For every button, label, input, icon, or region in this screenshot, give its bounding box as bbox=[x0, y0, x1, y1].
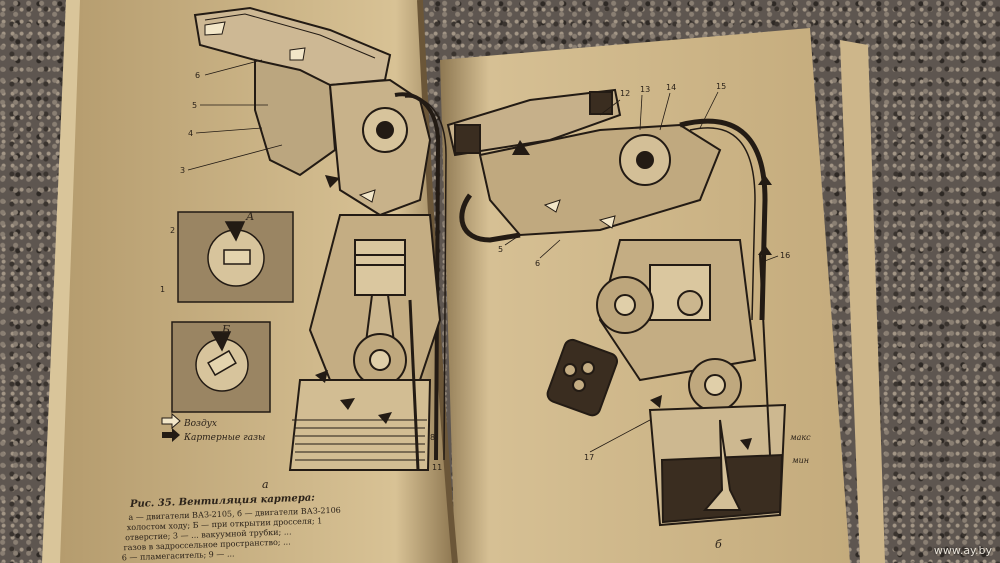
watermark: www.ay.by bbox=[933, 544, 992, 557]
callout-leaders-left bbox=[187, 59, 283, 171]
callout-5: 5 bbox=[192, 101, 197, 110]
legend-gases: Картерные газы bbox=[183, 433, 265, 443]
callout-15: 15 bbox=[716, 82, 726, 91]
callout-14: 14 bbox=[666, 83, 676, 92]
callout-16: 16 bbox=[780, 251, 790, 260]
callout-numbers-left: 6 5 4 3 2 1 8 11 bbox=[160, 71, 442, 472]
inset-b-label: Б bbox=[221, 323, 230, 336]
inset-a-label: А bbox=[245, 210, 254, 223]
callout-1: 1 bbox=[160, 285, 165, 294]
inset-valve-a bbox=[177, 211, 294, 303]
oil-level-min: мин bbox=[792, 456, 809, 465]
callout-6-b: 6 bbox=[535, 259, 540, 268]
inset-valve-b bbox=[171, 321, 271, 413]
callout-3: 3 bbox=[180, 166, 185, 175]
callout-17: 17 bbox=[584, 453, 594, 462]
legend-air: Воздух bbox=[183, 419, 217, 429]
callout-4: 4 bbox=[188, 129, 193, 138]
callout-11: 11 bbox=[432, 463, 442, 472]
engine-diagram-b bbox=[446, 88, 787, 527]
page-edges-right bbox=[840, 40, 885, 563]
callout-2: 2 bbox=[170, 226, 175, 235]
air-arrow-icon bbox=[161, 412, 181, 430]
callout-numbers-right: 12 13 14 15 16 5 6 17 bbox=[498, 82, 790, 462]
legend: Воздух Картерные газы bbox=[161, 412, 265, 443]
callout-5-b: 5 bbox=[498, 245, 503, 254]
gas-arrow-icon bbox=[162, 428, 180, 442]
engine-diagram-a bbox=[193, 6, 447, 471]
callout-6: 6 bbox=[195, 71, 200, 80]
callout-12: 12 bbox=[620, 89, 630, 98]
caption-line-5: 6 — пламегаситель; 9 — ... bbox=[122, 549, 235, 562]
panel-b-label: б bbox=[715, 538, 722, 551]
oil-level-max: макс bbox=[790, 433, 811, 442]
panel-a-label: а bbox=[262, 478, 269, 491]
callout-leaders-right bbox=[504, 91, 779, 453]
callout-8: 8 bbox=[430, 433, 435, 442]
callout-13: 13 bbox=[640, 85, 650, 94]
